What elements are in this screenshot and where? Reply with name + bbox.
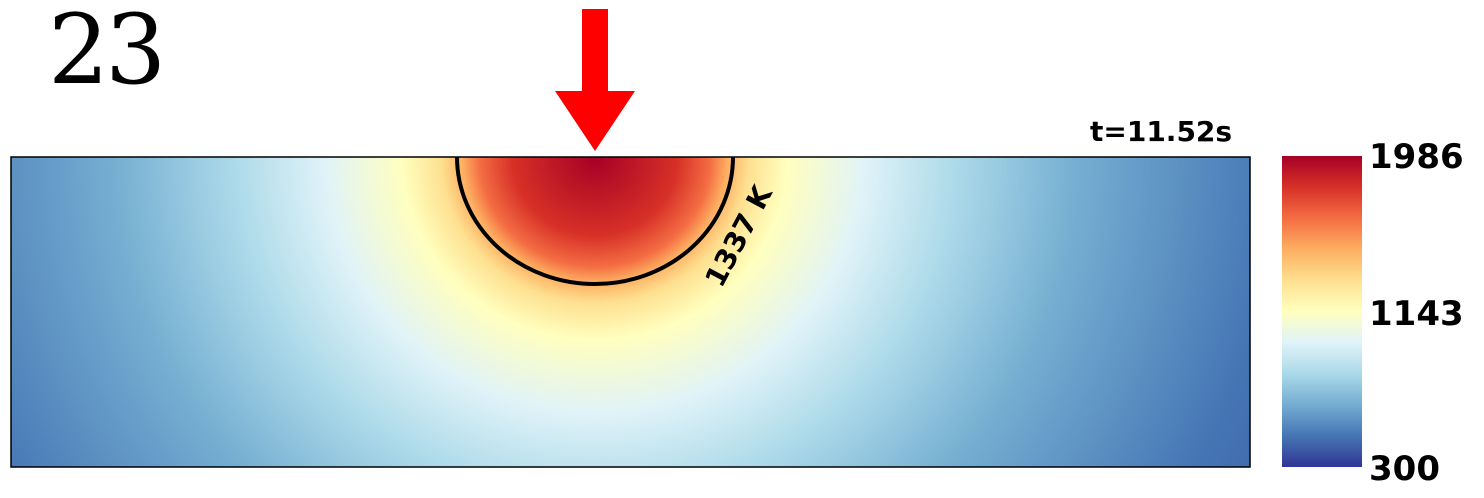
colorbar-max-label: 1986 [1369, 137, 1464, 177]
plot-area [11, 157, 1250, 467]
colorbar-mid-label: 1143 [1369, 294, 1464, 334]
heat-source-arrow [555, 9, 635, 151]
plot-frame [10, 156, 1251, 468]
colorbar [1282, 156, 1362, 467]
colorbar-min-label: 300 [1369, 449, 1440, 489]
arrow-head [555, 91, 635, 151]
melt-pool-contour [455, 157, 735, 286]
temperature-field [11, 157, 1250, 467]
panel-number: 23 [48, 0, 166, 106]
arrow-shaft [582, 9, 608, 92]
time-label: t=11.52s [1090, 115, 1233, 148]
